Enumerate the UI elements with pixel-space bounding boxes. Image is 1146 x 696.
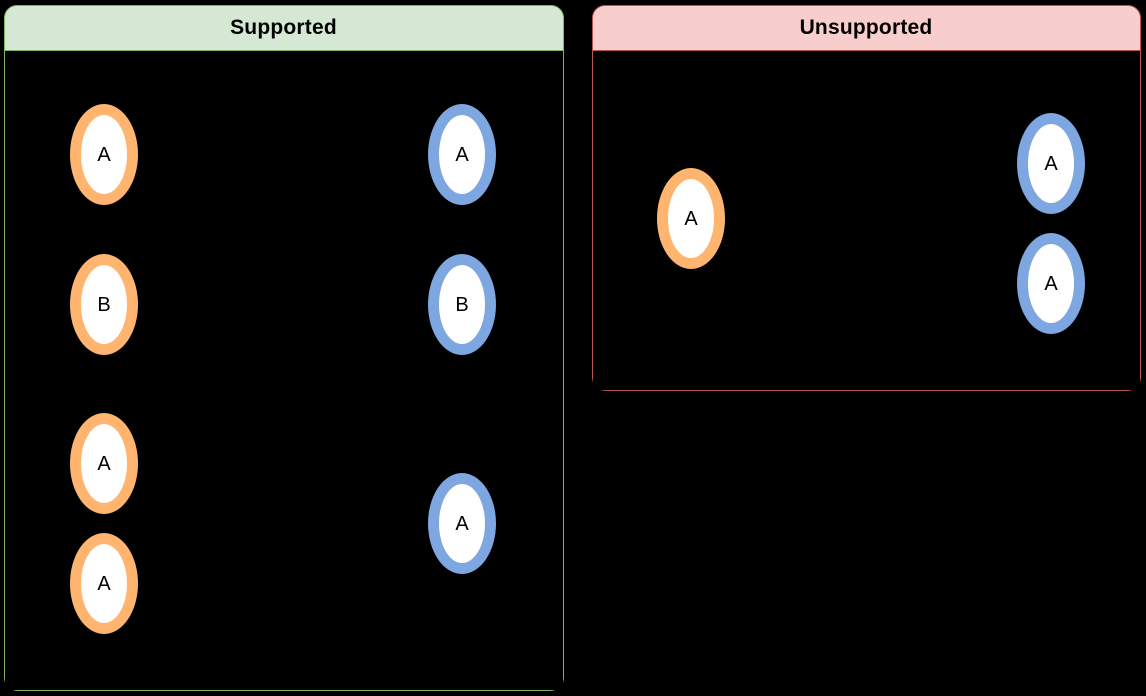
node-supported-right-3[interactable]: A [428, 473, 496, 574]
node-label: A [455, 512, 469, 535]
node-label: A [455, 143, 469, 166]
node-label: A [97, 452, 111, 475]
node-unsupported-right-2[interactable]: A [1017, 233, 1085, 334]
panel-supported-title: Supported [230, 15, 337, 39]
node-unsupported-right-1[interactable]: A [1017, 113, 1085, 214]
panel-unsupported-title: Unsupported [799, 15, 933, 39]
node-supported-left-3[interactable]: A [70, 413, 138, 514]
node-label: A [684, 207, 698, 230]
node-label: A [1044, 272, 1058, 295]
node-supported-right-1[interactable]: A [428, 104, 496, 205]
node-supported-left-2[interactable]: B [70, 254, 138, 355]
node-supported-left-1[interactable]: A [70, 104, 138, 205]
node-label: A [1044, 152, 1058, 175]
node-supported-right-2[interactable]: B [428, 254, 496, 355]
panel-supported-header: Supported [3, 4, 564, 51]
panel-unsupported-header: Unsupported [591, 4, 1141, 51]
node-unsupported-left-1[interactable]: A [657, 168, 725, 269]
node-label: A [97, 143, 111, 166]
node-supported-left-4[interactable]: A [70, 533, 138, 634]
node-label: B [97, 293, 111, 316]
node-label: A [97, 572, 111, 595]
node-label: B [455, 293, 469, 316]
